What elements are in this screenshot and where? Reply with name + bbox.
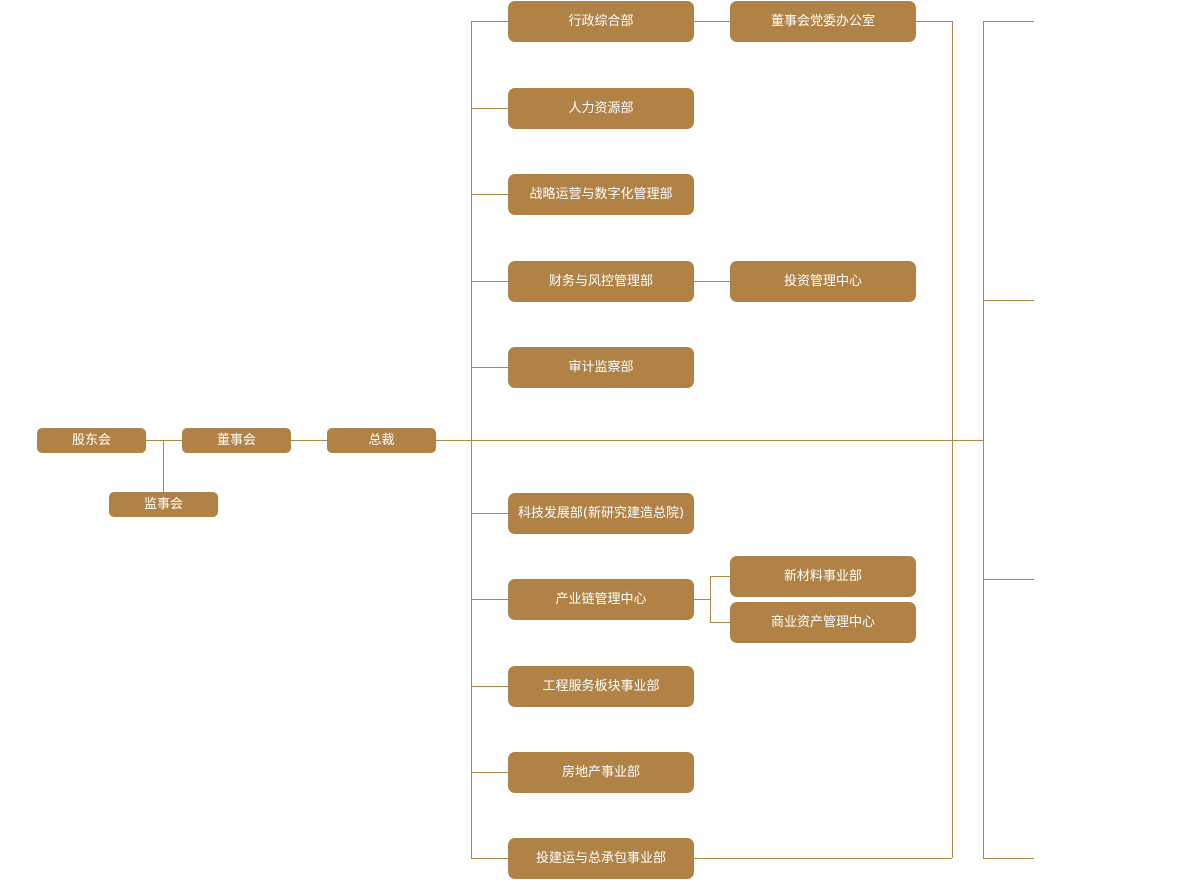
node-dept-realestate[interactable]: 房地产事业部 xyxy=(508,752,694,793)
node-sub-materials[interactable]: 新材料事业部 xyxy=(730,556,916,597)
node-dept-admin[interactable]: 行政综合部 xyxy=(508,1,694,42)
node-president[interactable]: 总裁 xyxy=(327,428,436,453)
node-shareholders[interactable]: 股东会 xyxy=(37,428,146,453)
node-dept-epc[interactable]: 投建运与总承包事业部 xyxy=(508,838,694,879)
node-sub-party-office[interactable]: 董事会党委办公室 xyxy=(730,1,916,42)
node-dept-tech[interactable]: 科技发展部(新研究建造总院) xyxy=(508,493,694,534)
node-board[interactable]: 董事会 xyxy=(182,428,291,453)
node-supervisors[interactable]: 监事会 xyxy=(109,492,218,517)
node-sub-investment[interactable]: 投资管理中心 xyxy=(730,261,916,302)
node-dept-strategy[interactable]: 战略运营与数字化管理部 xyxy=(508,174,694,215)
node-dept-audit[interactable]: 审计监察部 xyxy=(508,347,694,388)
node-dept-hr[interactable]: 人力资源部 xyxy=(508,88,694,129)
node-dept-chain[interactable]: 产业链管理中心 xyxy=(508,579,694,620)
node-dept-finance[interactable]: 财务与风控管理部 xyxy=(508,261,694,302)
node-sub-commercial[interactable]: 商业资产管理中心 xyxy=(730,602,916,643)
node-dept-engineering[interactable]: 工程服务板块事业部 xyxy=(508,666,694,707)
